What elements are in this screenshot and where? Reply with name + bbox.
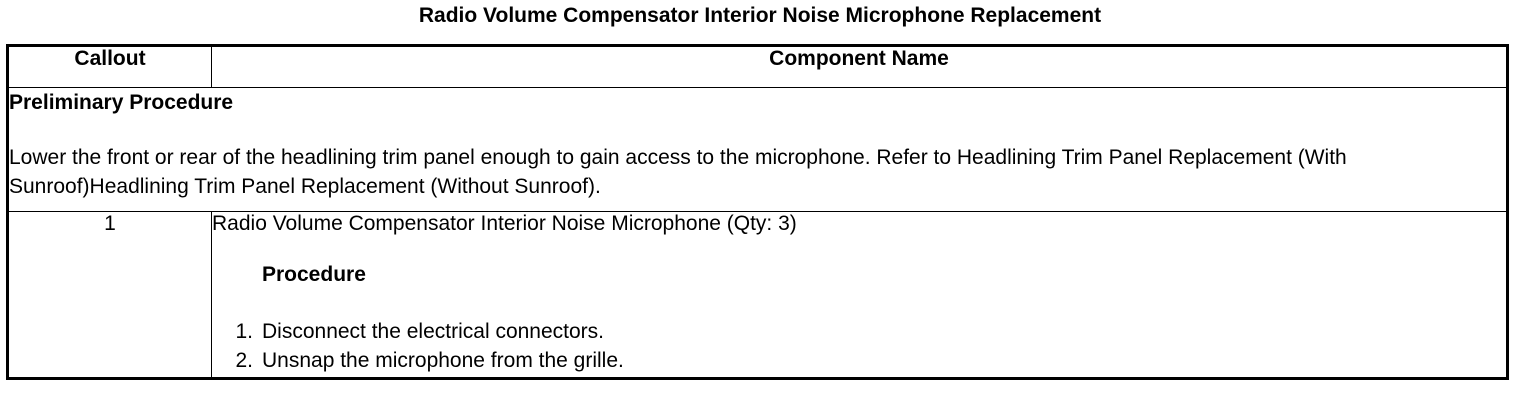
table-row: 1 Radio Volume Compensator Interior Nois…: [7, 211, 1508, 379]
step-number: 2.: [235, 349, 253, 372]
preliminary-procedure-heading: Preliminary Procedure: [9, 91, 234, 114]
preliminary-procedure-text: Lower the front or rear of the headlinin…: [9, 146, 1347, 198]
preliminary-procedure-cell: Preliminary Procedure Lower the front or…: [7, 87, 1508, 212]
page-title: Radio Volume Compensator Interior Noise …: [418, 4, 1102, 27]
step-text: Unsnap the microphone from the grille.: [262, 349, 624, 372]
step-number: 1.: [235, 320, 253, 343]
callout-number: 1: [7, 211, 212, 379]
preliminary-procedure-row: Preliminary Procedure Lower the front or…: [7, 87, 1508, 212]
step-text: Disconnect the electrical connectors.: [262, 320, 604, 343]
column-header-component-name: Component Name: [211, 45, 1508, 88]
column-header-callout: Callout: [7, 45, 212, 88]
procedure-steps: 1. Disconnect the electrical connectors.…: [212, 317, 1506, 375]
component-cell: Radio Volume Compensator Interior Noise …: [211, 211, 1508, 379]
component-name: Radio Volume Compensator Interior Noise …: [212, 212, 797, 235]
procedure-table: Callout Component Name Preliminary Proce…: [6, 44, 1509, 380]
procedure-heading: Procedure: [262, 263, 366, 286]
table-header-row: Callout Component Name: [7, 45, 1508, 88]
procedure-step: 2. Unsnap the microphone from the grille…: [212, 346, 1506, 375]
procedure-step: 1. Disconnect the electrical connectors.: [212, 317, 1506, 346]
